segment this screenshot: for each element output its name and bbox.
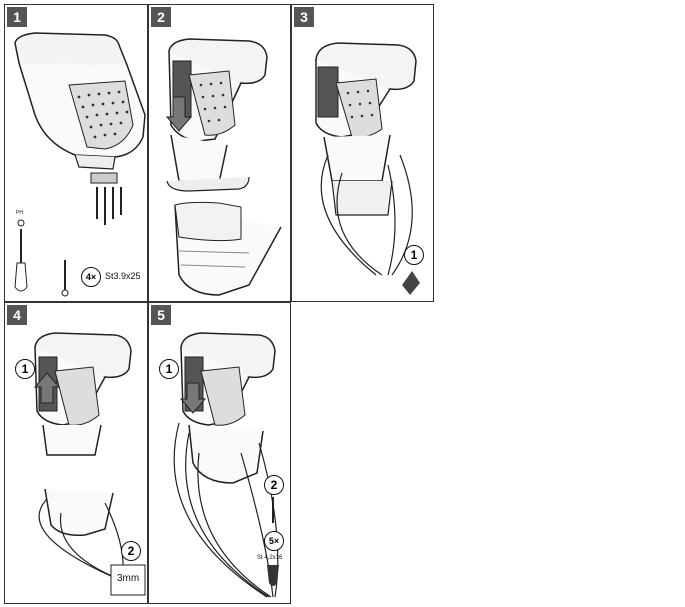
armrest-lift-illustration [165, 38, 282, 296]
step-4-callout-1: 1 [15, 359, 35, 379]
step-5-callout-2: 2 [264, 475, 284, 495]
screw-spec-label: St3.9x25 [105, 271, 141, 281]
screw-qty-badge: 4× [81, 267, 101, 287]
step-5-badge: 5 [151, 305, 171, 325]
step-2-badge: 2 [151, 7, 171, 27]
armrest-attach-illustration [315, 42, 420, 295]
step-5-panel: 5 1 2 5× St 4,2x16 [148, 302, 291, 604]
step-4-badge: 4 [7, 305, 27, 325]
armrest-fasten-illustration [173, 332, 279, 598]
step-1-badge: 1 [7, 7, 27, 27]
step-1-panel: 1 PH 4× St3.9x25 [4, 4, 148, 302]
step-3-callout: 1 [404, 245, 424, 265]
armrest-exploded-illustration [14, 32, 146, 297]
step-3-badge: 3 [294, 7, 314, 27]
armrest-rise-illustration [33, 332, 146, 596]
step-2-panel: 2 [148, 4, 291, 302]
step-4-panel: 4 1 2 3mm [4, 302, 148, 604]
screw-qty-badge: 5× [264, 531, 284, 551]
screw-spec-label: St 4,2x16 [257, 555, 283, 561]
gap-label: 3mm [117, 573, 140, 584]
step-5-callout-1: 1 [159, 359, 179, 379]
step-3-panel: 3 1 [291, 4, 434, 302]
tool-label: PH [16, 210, 23, 216]
step-4-callout-2: 2 [121, 541, 141, 561]
